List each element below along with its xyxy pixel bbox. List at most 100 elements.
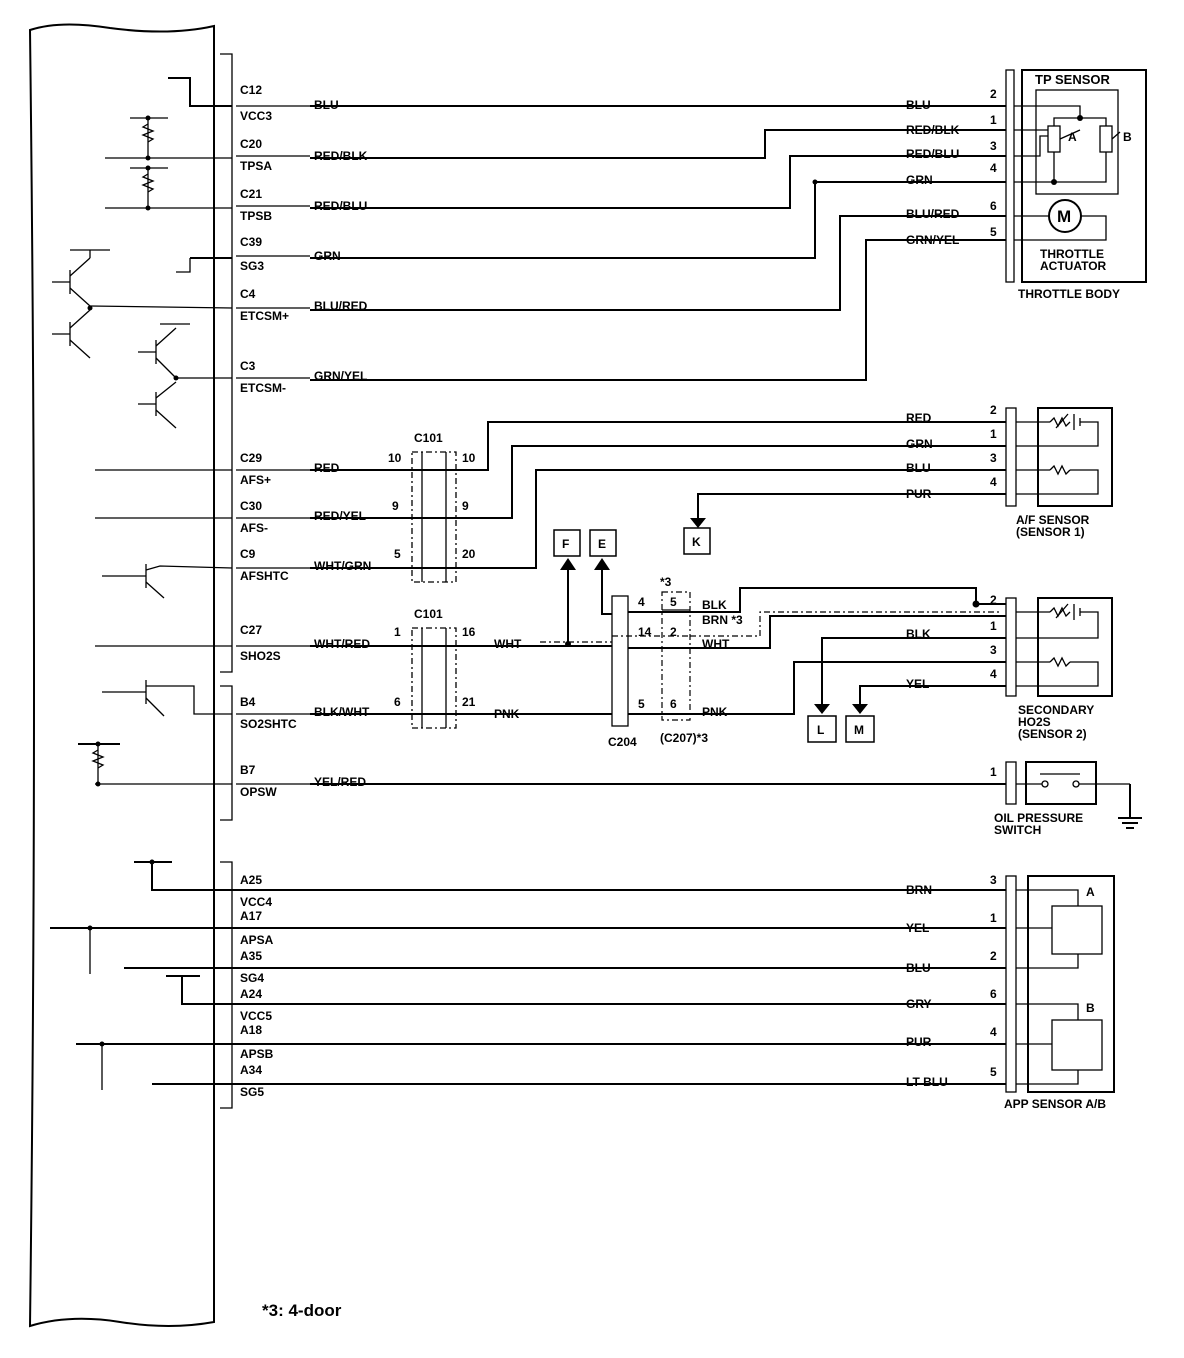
pin-a34: A34 [240, 1063, 262, 1077]
signal-vcc5: VCC5 [240, 1009, 272, 1023]
wire-wht-red-left: WHT/RED [314, 637, 370, 651]
af-wire-grn: GRN [906, 437, 933, 451]
tb-pin-5: 5 [990, 225, 997, 239]
ecm-connector-c [220, 53, 233, 673]
signal-so2shtc: SO2SHTC [240, 717, 297, 731]
af-sensor-title-2: (SENSOR 1) [1016, 525, 1085, 539]
ho2s-pin-1: 1 [990, 619, 997, 633]
signal-sho2s: SHO2S [240, 649, 281, 663]
signal-afs-plus: AFS+ [240, 473, 271, 487]
pin-c9: C9 [240, 547, 256, 561]
tb-pin-2: 2 [990, 87, 997, 101]
svg-text:21: 21 [462, 695, 476, 709]
wire-red-yel-left: RED/YEL [314, 509, 366, 523]
app-wire-gry: GRY [906, 997, 932, 1011]
app-a-label: A [1086, 885, 1095, 899]
svg-text:1: 1 [394, 625, 401, 639]
secondary-ho2s: SECONDARY HO2S (SENSOR 2) [985, 597, 1113, 741]
af-sensor: A/F SENSOR (SENSOR 1) [985, 407, 1113, 539]
star3-label: *3 [660, 575, 672, 589]
pin-b7: B7 [240, 763, 256, 777]
signal-etcsm-plus: ETCSM+ [240, 309, 289, 323]
app-pin-4: 4 [990, 1025, 997, 1039]
ho2s-pin-3: 3 [990, 643, 997, 657]
ho2s-title-2: HO2S [1018, 715, 1051, 729]
af-pin-2: 2 [990, 403, 997, 417]
af-pin-3: 3 [990, 451, 997, 465]
app-b-label: B [1086, 1001, 1095, 1015]
pin-a35: A35 [240, 949, 262, 963]
wire-blu-right: BLU [906, 98, 931, 112]
signal-sg4: SG4 [240, 971, 264, 985]
signal-etcsm-minus: ETCSM- [240, 381, 286, 395]
c207-label: (C207)*3 [660, 731, 708, 745]
ho2s-pin-2: 2 [990, 593, 997, 607]
ops-title-2: SWITCH [994, 823, 1041, 837]
throttle-body-title: THROTTLE BODY [1018, 287, 1120, 301]
footnote: *3: 4-door [262, 1301, 342, 1320]
tp-a-label: A [1068, 130, 1077, 144]
svg-text:9: 9 [462, 499, 469, 513]
wire-grn-yel-left: GRN/YEL [314, 369, 367, 383]
ecm-connector-b [220, 685, 233, 821]
signal-afshtc: AFSHTC [240, 569, 289, 583]
svg-text:6: 6 [394, 695, 401, 709]
reference-boxes-lower: L M [807, 715, 875, 743]
c204-label: C204 [608, 735, 637, 749]
wire-red-blk-left: RED/BLK [314, 149, 368, 163]
wire-grn-yel-right: GRN/YEL [906, 233, 959, 247]
signal-vcc3: VCC3 [240, 109, 272, 123]
throttle-actuator-1: THROTTLE [1040, 247, 1104, 261]
ref-m: M [854, 723, 864, 737]
signal-opsw: OPSW [240, 785, 277, 799]
af-wire-red: RED [906, 411, 932, 425]
af-wire-pur: PUR [906, 487, 932, 501]
svg-text:10: 10 [462, 451, 476, 465]
signal-apsa: APSA [240, 933, 274, 947]
app-pin-1: 1 [990, 911, 997, 925]
wire-grn-right: GRN [906, 173, 933, 187]
signal-apsb: APSB [240, 1047, 274, 1061]
svg-text:14: 14 [638, 625, 652, 639]
pin-a18: A18 [240, 1023, 262, 1037]
reference-boxes-upper: F E K [553, 527, 711, 557]
throttle-body-wires: BLU BLU 2 RED/BLK RED/BLK 1 RED/BLU RED/… [310, 87, 997, 383]
svg-text:5: 5 [394, 547, 401, 561]
pin-c20: C20 [240, 137, 262, 151]
tb-pin-3: 3 [990, 139, 997, 153]
signal-afs-minus: AFS- [240, 521, 268, 535]
svg-text:6: 6 [670, 697, 677, 711]
c204-c207-connector: *3 4 14 5 5 2 6 C204 (C207)*3 [608, 575, 708, 749]
svg-text:5: 5 [638, 697, 645, 711]
af-sensor-wires: RED RED 2 RED/YEL GRN 1 WHT/GRN BLU 3 PU… [310, 403, 1000, 573]
wire-grn-left: GRN [314, 249, 341, 263]
svg-text:2: 2 [670, 625, 677, 639]
ho2s-wires: WHT/RED WHT BLK/WHT PNK BLK BRN *3 WHT P… [310, 558, 1000, 721]
ho2s-title-1: SECONDARY [1018, 703, 1094, 717]
app-wire-pur: PUR [906, 1035, 932, 1049]
pin-a24: A24 [240, 987, 262, 1001]
svg-text:16: 16 [462, 625, 476, 639]
pin-c29: C29 [240, 451, 262, 465]
ho2s-pin-4: 4 [990, 667, 997, 681]
ref-l: L [817, 723, 824, 737]
wire-wht-out: WHT [702, 637, 730, 651]
throttle-actuator-2: ACTUATOR [1040, 259, 1107, 273]
svg-text:5: 5 [670, 595, 677, 609]
wire-wht-grn-left: WHT/GRN [314, 559, 371, 573]
wire-blk-wht-left: BLK/WHT [314, 705, 370, 719]
ecm-internal-circuits [52, 77, 233, 787]
app-sensor: A B APP SENSOR A/B [1004, 875, 1115, 1111]
wire-red-blu-right: RED/BLU [906, 147, 959, 161]
app-wire-blu: BLU [906, 961, 931, 975]
signal-sg3: SG3 [240, 259, 264, 273]
af-wire-blu: BLU [906, 461, 931, 475]
pin-c21: C21 [240, 187, 262, 201]
pin-underlines [236, 105, 310, 785]
tb-pin-4: 4 [990, 161, 997, 175]
ref-e: E [598, 537, 606, 551]
af-pin-4: 4 [990, 475, 997, 489]
wire-blu-red-left: BLU/RED [314, 299, 368, 313]
signal-sg5: SG5 [240, 1085, 264, 1099]
af-sensor-title-1: A/F SENSOR [1016, 513, 1090, 527]
